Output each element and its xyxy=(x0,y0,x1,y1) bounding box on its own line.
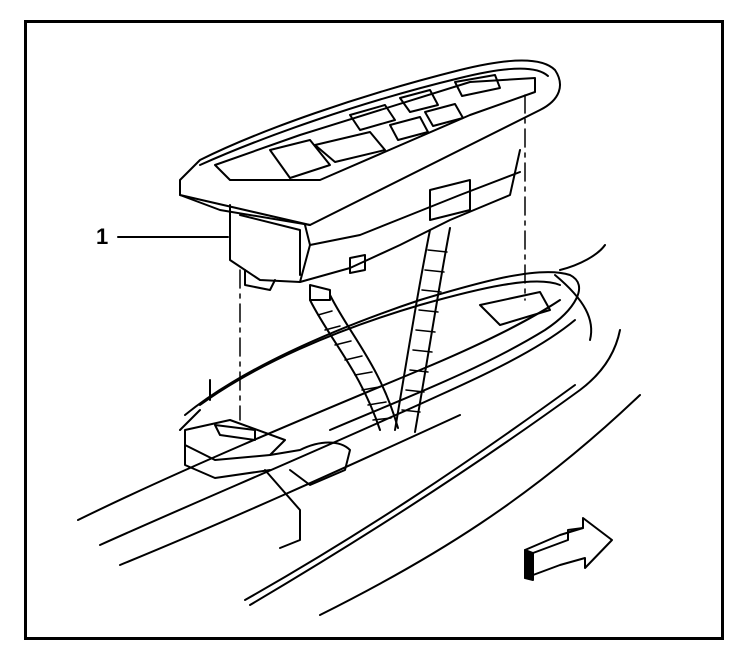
callout-label-1: 1 xyxy=(96,224,109,249)
alignment-guide-lines xyxy=(240,95,525,420)
armrest-bezel-opening xyxy=(180,272,579,430)
door-trim-panel xyxy=(78,245,640,615)
lower-connector-housing xyxy=(185,420,350,548)
window-switch-assembly xyxy=(180,61,560,300)
direction-arrow-icon xyxy=(525,518,612,580)
wiring-harness xyxy=(310,228,450,432)
